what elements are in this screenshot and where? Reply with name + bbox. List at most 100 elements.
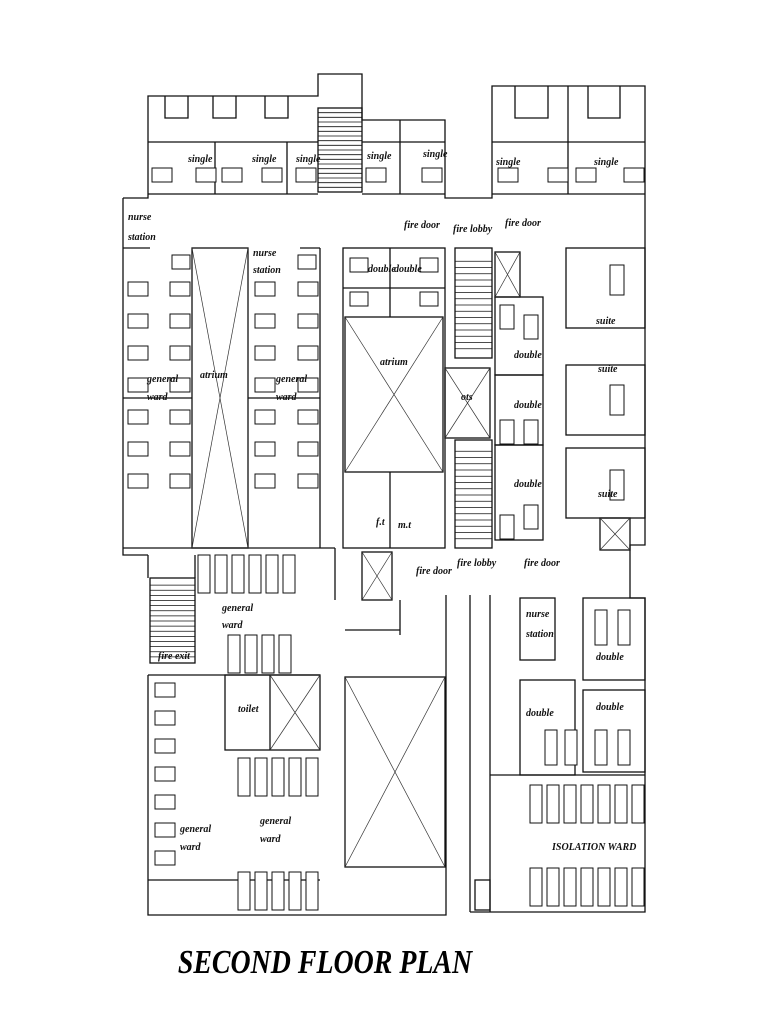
room-label-double-1: double — [368, 264, 396, 275]
bed — [154, 710, 176, 726]
room-label-general-ward-5b: ward — [260, 834, 282, 845]
bed — [305, 871, 319, 911]
bed — [169, 409, 191, 425]
room-label-nurse-station-1a: nurse — [128, 212, 152, 223]
bed — [127, 409, 149, 425]
room-label-nurse-station-1b: station — [127, 232, 156, 243]
room-label-ft: f.t — [376, 517, 386, 528]
bed — [580, 867, 594, 907]
room-label-nurse-station-2a: nurse — [253, 248, 277, 259]
bed — [349, 257, 369, 273]
bed — [154, 682, 176, 698]
bed — [631, 784, 645, 824]
bed — [231, 554, 245, 594]
bed — [127, 377, 149, 393]
bed — [254, 473, 276, 489]
room-label-fire-door-4: fire door — [524, 558, 560, 569]
bed — [195, 167, 217, 183]
bed — [614, 784, 628, 824]
bed — [169, 281, 191, 297]
room-label-general-ward-1a: general — [146, 374, 178, 385]
drawing-title: SECOND FLOOR PLAN — [177, 944, 473, 981]
bed — [297, 281, 319, 297]
bed — [609, 384, 625, 416]
room-label-fire-lobby-2: fire lobby — [457, 558, 497, 569]
room-label-double-5: double — [514, 479, 542, 490]
bed — [282, 554, 296, 594]
bed — [563, 784, 577, 824]
bed — [609, 264, 625, 296]
bed — [349, 291, 369, 307]
room-label-single-1: single — [187, 154, 213, 165]
room-label-double-3: double — [514, 350, 542, 361]
bed — [497, 167, 519, 183]
room-label-fire-door-3: fire door — [416, 566, 452, 577]
bed — [261, 167, 283, 183]
room-label-single-2: single — [251, 154, 277, 165]
bed — [597, 867, 611, 907]
bed — [419, 257, 439, 273]
room-label-toilet: toilet — [238, 704, 260, 715]
room-label-double-8: double — [596, 702, 624, 713]
bed — [127, 441, 149, 457]
room-label-nurse-station-3a: nurse — [526, 609, 550, 620]
room-label-suite-2: suite — [597, 364, 618, 375]
bed — [580, 784, 594, 824]
bed — [197, 554, 211, 594]
room-label-fire-door-1: fire door — [404, 220, 440, 231]
bed — [237, 871, 251, 911]
bed — [623, 167, 645, 183]
room-label-double-7: double — [526, 708, 554, 719]
bed — [227, 634, 241, 674]
room-label-atrium-2: atrium — [380, 357, 408, 368]
bed — [609, 469, 625, 501]
bed — [523, 504, 539, 530]
bed — [617, 609, 631, 646]
bed — [297, 377, 319, 393]
bed — [544, 729, 558, 766]
room-label-mt: m.t — [398, 520, 412, 531]
bed — [169, 377, 191, 393]
bed — [254, 441, 276, 457]
room-label-ots: ots — [461, 392, 473, 403]
room-label-suite-1: suite — [595, 316, 616, 327]
bed — [594, 609, 608, 646]
bed — [169, 441, 191, 457]
bed — [523, 419, 539, 445]
bed — [254, 871, 268, 911]
bed — [271, 871, 285, 911]
bed — [297, 313, 319, 329]
bed — [297, 441, 319, 457]
bed — [529, 784, 543, 824]
bed — [154, 738, 176, 754]
bed — [297, 254, 317, 270]
bed — [237, 757, 251, 797]
bed — [265, 554, 279, 594]
bed — [127, 281, 149, 297]
bed — [169, 345, 191, 361]
bed — [297, 473, 319, 489]
bed — [254, 281, 276, 297]
bed — [171, 254, 191, 270]
bed — [499, 514, 515, 540]
bed — [254, 377, 276, 393]
bed — [305, 757, 319, 797]
room-label-nurse-station-3b: station — [525, 629, 554, 640]
room-label-general-ward-4a: general — [179, 824, 211, 835]
bed — [278, 634, 292, 674]
bed — [575, 167, 597, 183]
bed — [254, 409, 276, 425]
bed — [127, 345, 149, 361]
room-label-general-ward-3a: general — [221, 603, 253, 614]
room-label-nurse-station-2b: station — [252, 265, 281, 276]
bed — [254, 313, 276, 329]
bed — [288, 757, 302, 797]
bed — [154, 794, 176, 810]
bed — [499, 304, 515, 330]
bed — [421, 167, 443, 183]
bed — [127, 473, 149, 489]
bed — [614, 867, 628, 907]
bed — [546, 784, 560, 824]
room-label-fire-door-2: fire door — [505, 218, 541, 229]
